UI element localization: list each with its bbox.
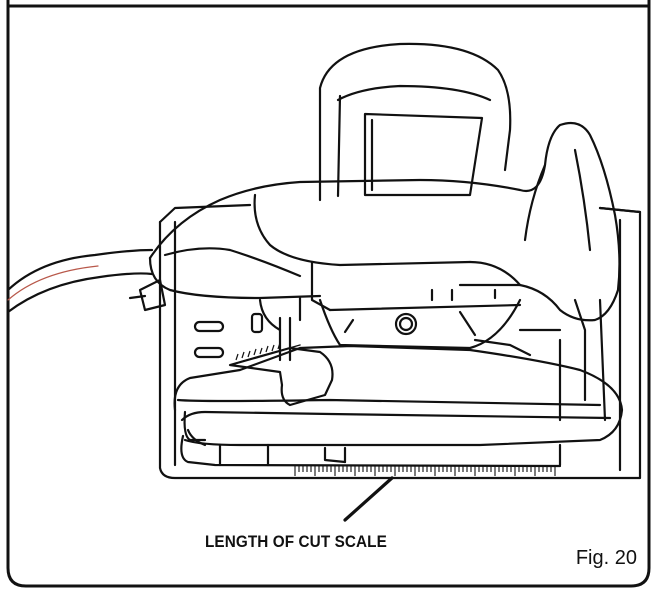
depth-scale-ticks	[235, 342, 281, 361]
figure-number: Fig. 20	[575, 547, 637, 569]
length-of-cut-scale	[294, 466, 556, 476]
bevel-knob	[128, 278, 167, 312]
gear-housing	[258, 260, 532, 357]
motor-housing	[318, 42, 512, 202]
power-cord	[6, 248, 154, 314]
main-handle	[148, 121, 621, 322]
callout-leader-line	[343, 476, 394, 522]
base-plate	[158, 203, 642, 480]
figure-frame	[6, 0, 651, 588]
callout-label: LENGTH OF CUT SCALE	[205, 532, 387, 551]
blade-guard	[173, 344, 624, 468]
depth-lever	[228, 344, 334, 407]
